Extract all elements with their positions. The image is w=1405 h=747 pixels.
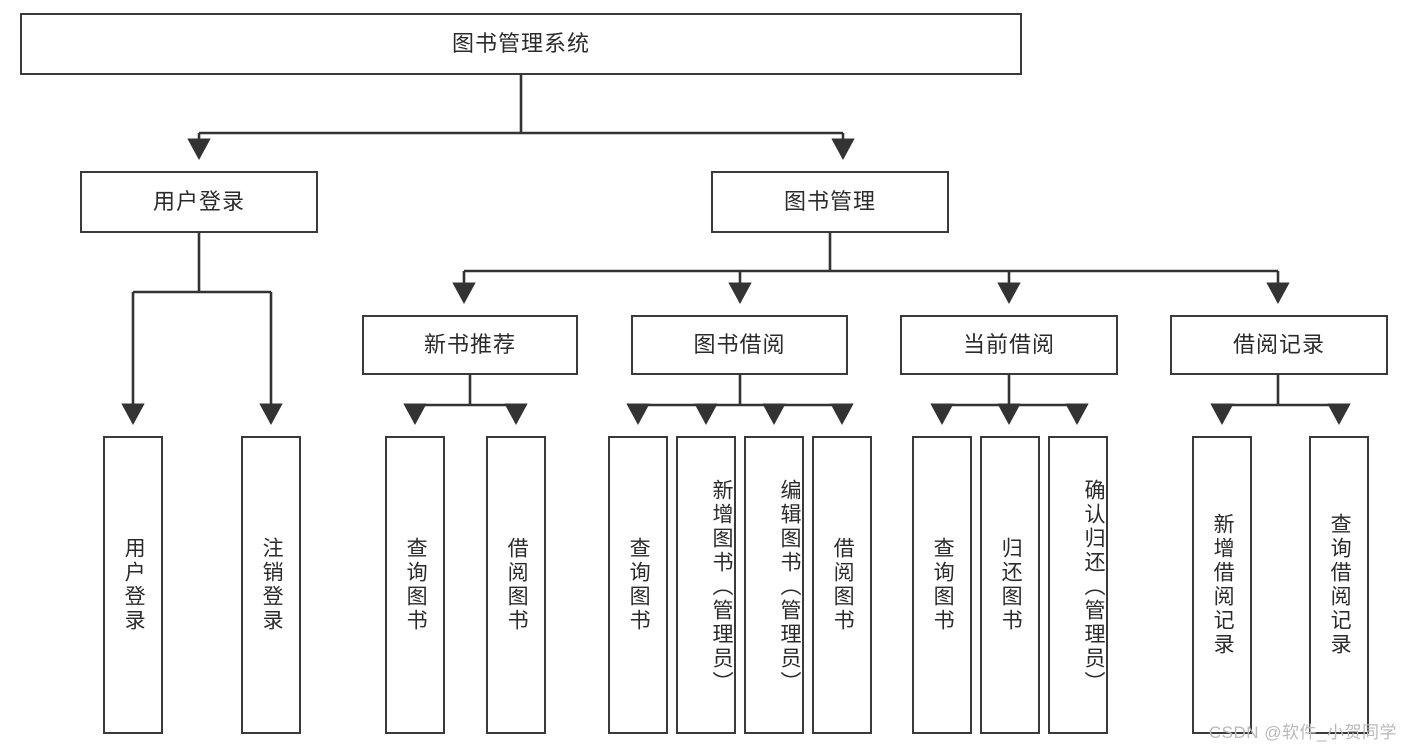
leaf-add-borrow-record[interactable]: 新增借阅记录 xyxy=(1192,436,1252,734)
leaf-confirm-return-admin[interactable]: 确认归还（管理员） xyxy=(1048,436,1108,734)
leaf-query-book-current[interactable]: 查询图书 xyxy=(912,436,972,734)
node-current-borrow[interactable]: 当前借阅 xyxy=(900,315,1118,375)
leaf-query-book-borrow[interactable]: 查询图书 xyxy=(608,436,668,734)
leaf-add-book-admin[interactable]: 新增图书（管理员） xyxy=(676,436,736,734)
node-user-login[interactable]: 用户登录 xyxy=(80,171,318,233)
node-book-borrow[interactable]: 图书借阅 xyxy=(631,315,848,375)
node-root[interactable]: 图书管理系统 xyxy=(20,13,1022,75)
watermark-text: CSDN @软件_小贺同学 xyxy=(1208,723,1397,742)
leaf-return-book[interactable]: 归还图书 xyxy=(980,436,1040,734)
leaf-edit-book-admin[interactable]: 编辑图书（管理员） xyxy=(744,436,804,734)
leaf-user-login[interactable]: 用户登录 xyxy=(103,436,163,734)
node-new-book-recommend[interactable]: 新书推荐 xyxy=(362,315,578,375)
leaf-query-book-recommend[interactable]: 查询图书 xyxy=(385,436,445,734)
leaf-borrow-book-recommend[interactable]: 借阅图书 xyxy=(486,436,546,734)
node-borrow-record[interactable]: 借阅记录 xyxy=(1170,315,1388,375)
leaf-query-borrow-record[interactable]: 查询借阅记录 xyxy=(1309,436,1369,734)
leaf-logout[interactable]: 注销登录 xyxy=(241,436,301,734)
leaf-borrow-book[interactable]: 借阅图书 xyxy=(812,436,872,734)
node-book-manage[interactable]: 图书管理 xyxy=(711,171,949,233)
